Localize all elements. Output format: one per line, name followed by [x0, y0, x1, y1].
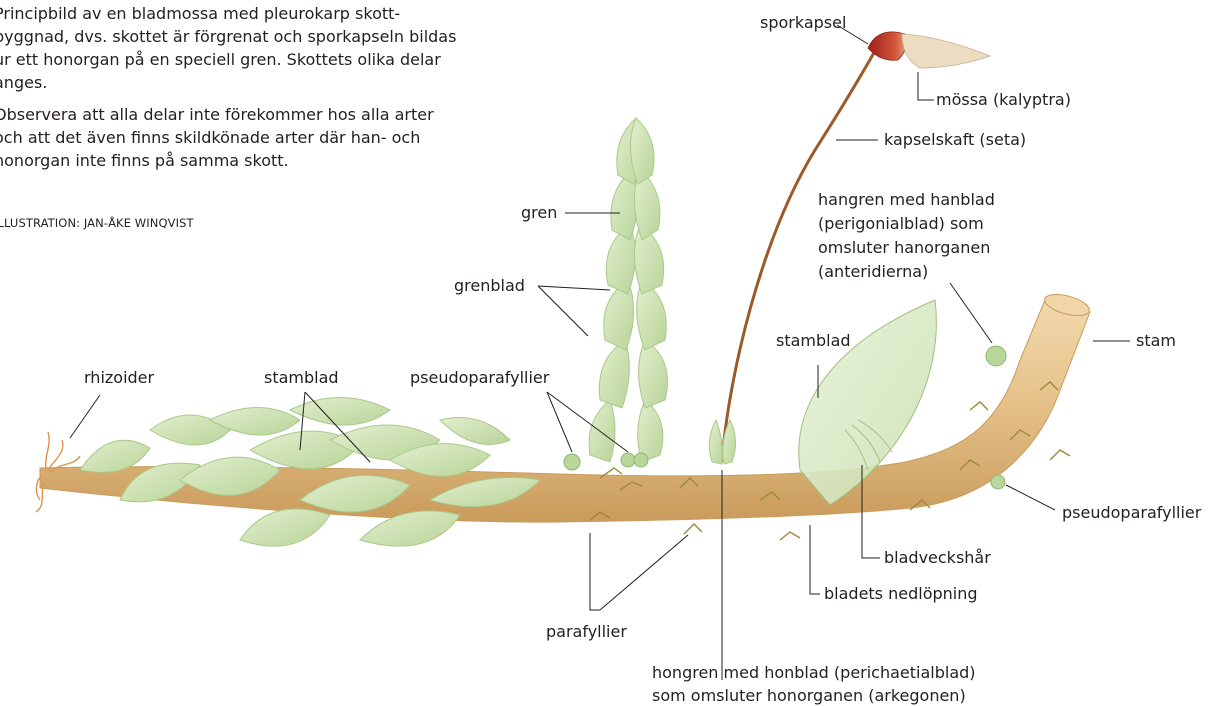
label-pseudoparafyllier-right: pseudoparafyllier [1062, 503, 1201, 523]
label-nedlopning: bladets nedlöpning [824, 584, 978, 604]
leader-parafyllier-1 [590, 533, 600, 610]
leader-calyptra [918, 72, 934, 100]
label-grenblad: grenblad [454, 276, 525, 296]
label-bladveckshar: bladveckshår [884, 548, 991, 568]
upright-branch [589, 118, 667, 462]
leader-lines [70, 25, 1130, 680]
leader-parafyllier-2 [600, 535, 688, 610]
label-stam: stam [1136, 331, 1176, 351]
leader-rhizoider [70, 395, 100, 438]
label-pseudoparafyllier-top: pseudoparafyllier [410, 368, 549, 388]
label-sporkapsel: sporkapsel [760, 13, 846, 33]
label-hangren-1: hangren med hanblad [818, 190, 995, 210]
label-seta: kapselskaft (seta) [884, 130, 1026, 150]
label-gren: gren [521, 203, 557, 223]
leader-hangren [950, 283, 992, 343]
label-hangren-2: (perigonialblad) som [818, 214, 984, 234]
label-stamblad-right: stamblad [776, 331, 851, 351]
label-parafyllier: parafyllier [546, 622, 627, 642]
label-stamblad-left: stamblad [264, 368, 339, 388]
label-rhizoider: rhizoider [84, 368, 154, 388]
label-calyptra: mössa (kalyptra) [936, 90, 1071, 110]
label-hangren-4: (anteridierna) [818, 262, 928, 282]
label-hangren-3: omsluter hanorganen [818, 238, 990, 258]
leader-pseudo-right [1006, 485, 1055, 510]
calyptra [902, 34, 990, 68]
label-hongren-2: som omsluter honorganen (arkegonen) [652, 686, 966, 706]
label-hongren-1: hongren med honblad (perichaetialblad) [652, 663, 976, 683]
leader-nedlopning [810, 525, 820, 594]
leader-grenblad-1 [538, 286, 588, 336]
leader-grenblad-2 [538, 286, 610, 290]
